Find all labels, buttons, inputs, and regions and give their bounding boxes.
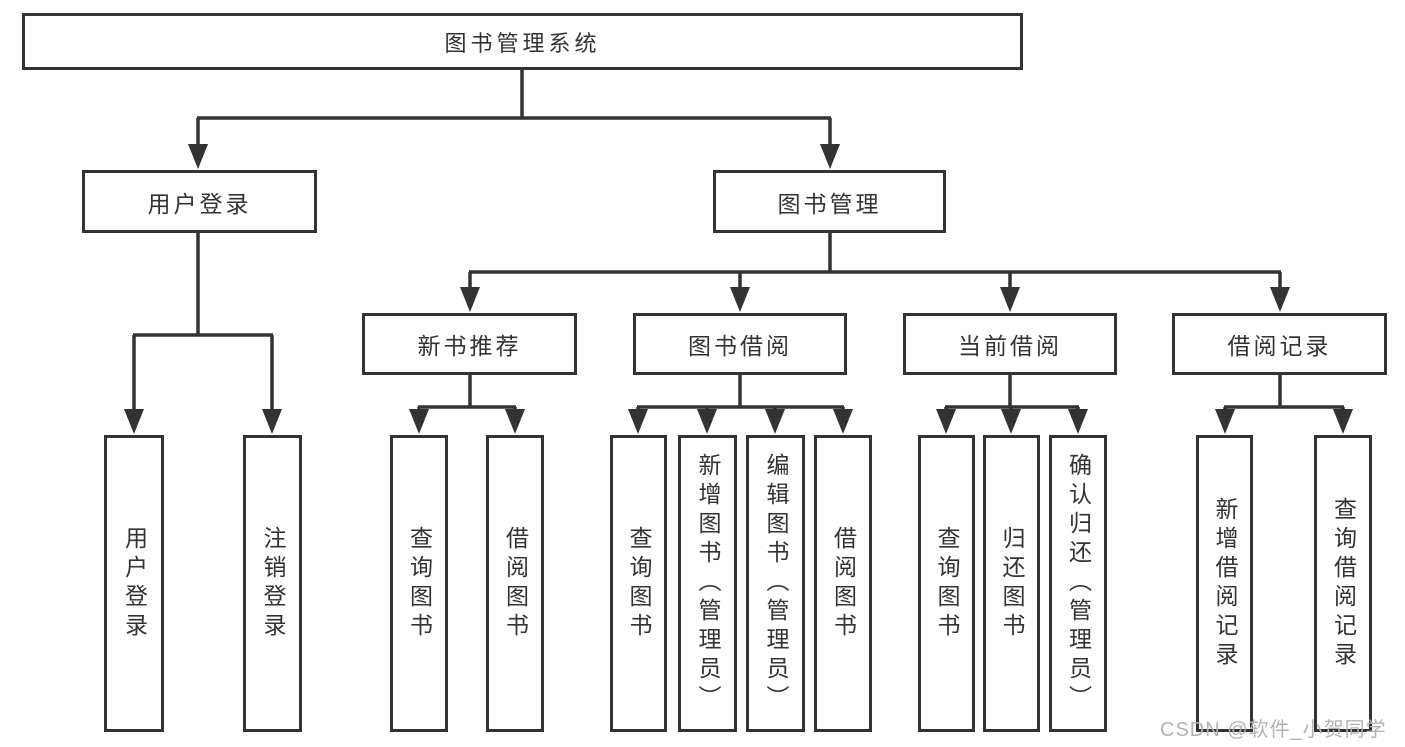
connector-borrow-records-to-leaves <box>1215 375 1353 434</box>
connector-current-borrowing-to-leaves <box>936 375 1088 434</box>
leaf-user-login-label: 用户登录 <box>121 525 148 642</box>
leaf-add-book-admin-label: 新增图书（管理员） <box>695 453 721 714</box>
leaf-query-books-new: 查询图书 <box>390 435 448 732</box>
leaf-add-borrow-record: 新增借阅记录 <box>1196 435 1253 732</box>
leaf-add-borrow-record-label: 新增借阅记录 <box>1212 496 1238 671</box>
leaf-edit-book-admin: 编辑图书（管理员） <box>746 435 805 732</box>
node-current-borrowing: 当前借阅 <box>903 313 1117 375</box>
leaf-logout: 注销登录 <box>243 435 302 732</box>
leaf-query-books-borrowing: 查询图书 <box>610 435 667 732</box>
node-root: 图书管理系统 <box>22 13 1023 70</box>
node-book-management-label: 图书管理 <box>777 190 882 217</box>
leaf-confirm-return-admin: 确认归还（管理员） <box>1049 435 1107 732</box>
node-borrow-records: 借阅记录 <box>1172 313 1387 375</box>
connector-new-books-to-leaves <box>409 375 525 434</box>
node-user-login: 用户登录 <box>82 170 317 233</box>
node-new-books: 新书推荐 <box>362 313 577 375</box>
connector-book-borrowing-to-leaves <box>628 375 853 434</box>
node-book-borrowing: 图书借阅 <box>633 313 847 375</box>
leaf-query-borrow-record: 查询借阅记录 <box>1314 435 1372 732</box>
leaf-borrow-books-new-label: 借阅图书 <box>502 525 529 642</box>
leaf-user-login: 用户登录 <box>104 435 164 732</box>
connector-user-login-to-leaves <box>124 233 282 434</box>
csdn-watermark: CSDN @软件_小贺同学 <box>1160 719 1387 741</box>
leaf-add-book-admin: 新增图书（管理员） <box>678 435 737 732</box>
leaf-borrow-books-new: 借阅图书 <box>486 435 544 732</box>
node-root-label: 图书管理系统 <box>444 30 601 56</box>
connector-book-management-to-level3 <box>460 233 1290 312</box>
node-user-login-label: 用户登录 <box>147 190 252 217</box>
leaf-borrow-books: 借阅图书 <box>814 435 872 732</box>
leaf-query-books-borrowing-label: 查询图书 <box>626 525 652 642</box>
leaf-query-books-current-label: 查询图书 <box>934 525 960 642</box>
connector-root-to-level2 <box>188 70 840 169</box>
node-new-books-label: 新书推荐 <box>417 333 522 359</box>
leaf-borrow-books-label: 借阅图书 <box>830 525 857 642</box>
leaf-return-books-label: 归还图书 <box>999 525 1025 642</box>
leaf-query-books-new-label: 查询图书 <box>406 525 433 642</box>
node-book-borrowing-label: 图书借阅 <box>688 333 792 359</box>
leaf-logout-label: 注销登录 <box>260 525 286 642</box>
leaf-return-books: 归还图书 <box>983 435 1040 732</box>
leaf-confirm-return-admin-label: 确认归还（管理员） <box>1065 453 1092 714</box>
node-borrow-records-label: 借阅记录 <box>1227 333 1332 359</box>
node-current-borrowing-label: 当前借阅 <box>958 333 1062 359</box>
node-book-management: 图书管理 <box>713 170 946 233</box>
leaf-edit-book-admin-label: 编辑图书（管理员） <box>763 453 789 714</box>
leaf-query-books-current: 查询图书 <box>918 435 975 732</box>
leaf-query-borrow-record-label: 查询借阅记录 <box>1330 496 1357 671</box>
